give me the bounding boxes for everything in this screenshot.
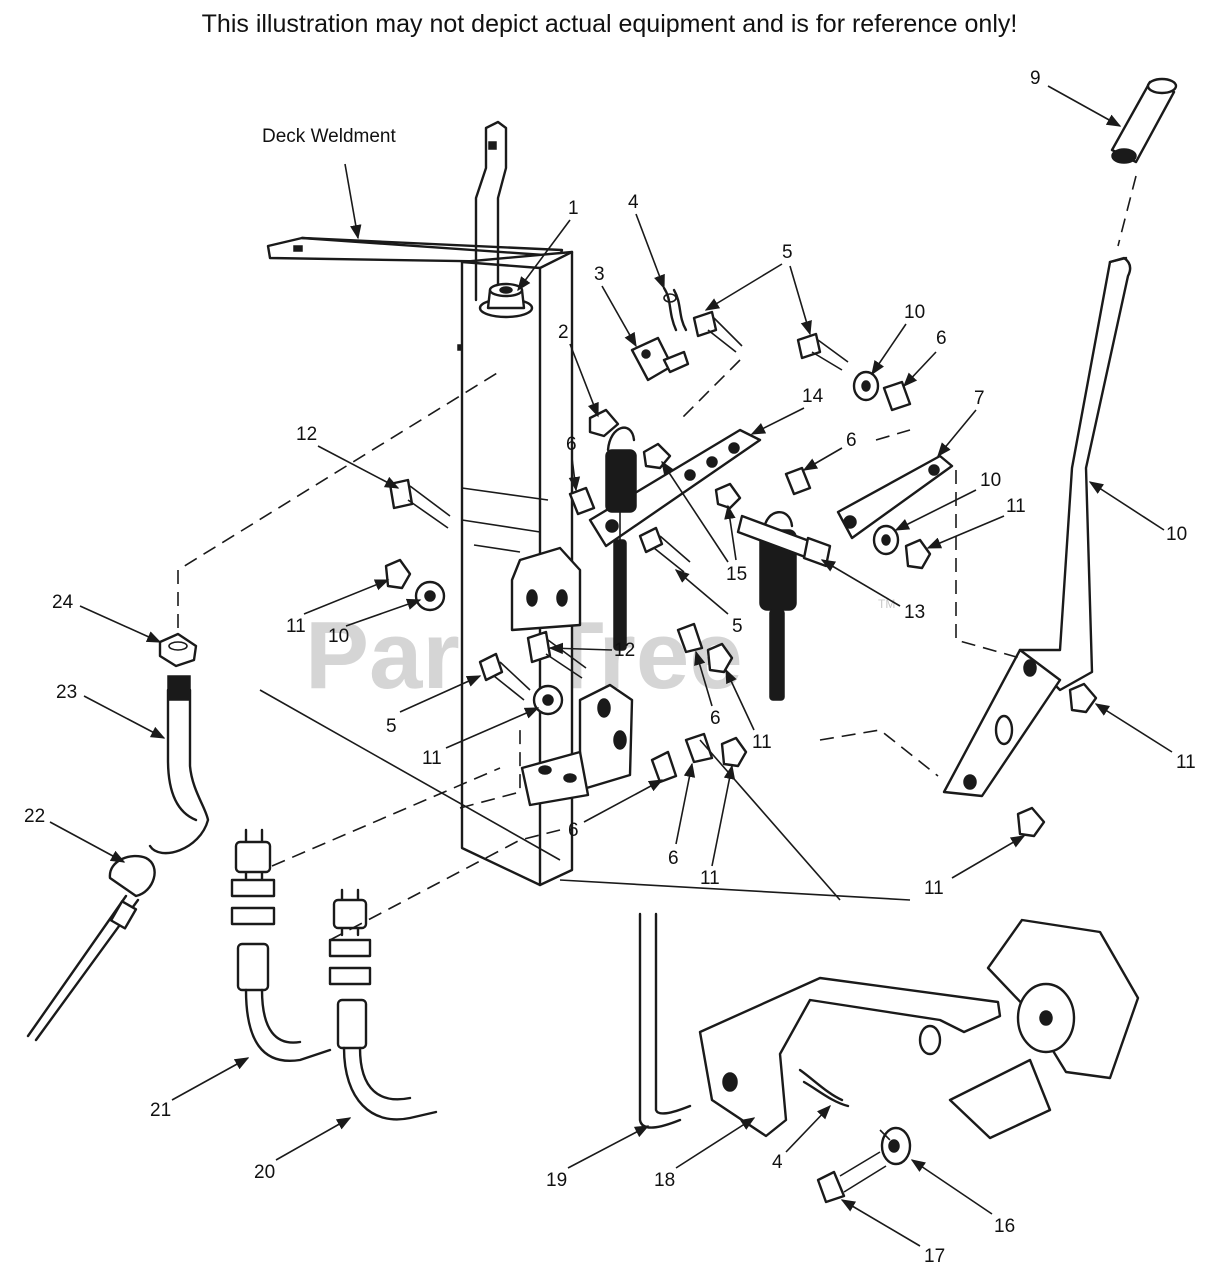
nut-part-11-c xyxy=(706,642,734,674)
callout-13: 13 xyxy=(904,602,925,623)
hair-pin-part-4-top xyxy=(662,286,688,332)
callout-6-c: 6 xyxy=(936,328,947,349)
handle-grip-part-8 xyxy=(1110,77,1178,164)
cable-eye-part-22 xyxy=(26,854,156,1042)
callout-12-a: 12 xyxy=(296,424,317,445)
bolt-part-5-top-right xyxy=(796,332,849,371)
nut-part-11-b xyxy=(904,538,932,570)
cable-part-21 xyxy=(230,828,332,1063)
callout-6-e: 6 xyxy=(568,820,579,841)
callout-4-top: 4 xyxy=(628,192,639,213)
callout-10-a: 10 xyxy=(904,302,925,323)
assembly-guide-lines xyxy=(177,175,1137,1147)
callout-6-a: 6 xyxy=(566,434,577,455)
pivot-pin-part-3 xyxy=(630,336,690,382)
nut-part-11-a xyxy=(384,558,412,590)
control-rod-part-19 xyxy=(638,912,692,1129)
callout-11-a: 11 xyxy=(1006,496,1026,517)
washer-part-10-d xyxy=(532,684,564,716)
spacer-part-6-b xyxy=(784,466,812,496)
callout-9: 10 xyxy=(1166,524,1187,545)
callout-6-f: 6 xyxy=(668,848,679,869)
washer-part-10-b xyxy=(872,524,900,556)
callout-11-f: 11 xyxy=(924,878,944,899)
bolt-part-17 xyxy=(816,1151,887,1204)
callout-11-d: 11 xyxy=(700,868,720,889)
callout-15: 15 xyxy=(726,564,747,585)
spacer-part-6-c xyxy=(882,380,912,412)
callout-11-b: 11 xyxy=(286,616,306,637)
washer-part-10-a xyxy=(852,370,880,402)
callout-10-d: 11 xyxy=(422,748,442,769)
bolt-part-5-low xyxy=(478,652,531,701)
nut-part-11-d xyxy=(720,736,748,768)
left-mount-bracket xyxy=(510,546,582,632)
callout-21: 21 xyxy=(150,1100,171,1121)
callout-17: 17 xyxy=(924,1246,945,1267)
nut-part-11-e xyxy=(1068,682,1098,714)
callout-5-top: 5 xyxy=(782,242,793,263)
hair-pin-part-4-bottom xyxy=(798,1068,850,1108)
callout-6-b: 6 xyxy=(846,430,857,451)
callout-11-e: 11 xyxy=(1176,752,1196,773)
callout-16: 16 xyxy=(994,1216,1015,1237)
spacer-part-6-e xyxy=(684,732,714,764)
callout-12-b: 12 xyxy=(614,640,635,661)
cable-part-20 xyxy=(328,888,438,1121)
nut-part-11-f xyxy=(1016,806,1046,838)
label-deck-weldment: Deck Weldment xyxy=(262,126,396,147)
callout-22: 22 xyxy=(24,806,45,827)
callout-3: 3 xyxy=(594,264,605,285)
nut-part-15-b xyxy=(714,482,742,510)
watermark-tm: TM xyxy=(878,597,895,611)
callout-19: 19 xyxy=(546,1170,567,1191)
callout-4-bottom: 4 xyxy=(772,1152,783,1173)
link-bar-part-14 xyxy=(588,428,762,548)
lower-mount-bracket xyxy=(520,683,634,807)
spacer-part-6-f xyxy=(650,750,678,784)
callout-1: 1 xyxy=(568,198,579,219)
link-bar-part-7 xyxy=(836,454,954,540)
callout-8: 9 xyxy=(1030,68,1041,89)
callout-23: 23 xyxy=(56,682,77,703)
washer-part-10-c xyxy=(414,580,446,612)
callout-20: 20 xyxy=(254,1162,275,1183)
eyebolt-part-23 xyxy=(148,675,210,855)
lift-lever-part-9 xyxy=(942,256,1132,798)
callout-6-d: 6 xyxy=(710,708,721,729)
disclaimer-notice: This illustration may not depict actual … xyxy=(201,10,1018,38)
lift-bracket-part-18 xyxy=(698,976,1002,1138)
spacer-part-6-d xyxy=(676,622,704,654)
bolt-part-12-upper xyxy=(388,478,451,529)
callout-24: 24 xyxy=(52,592,74,613)
callout-10-b: 10 xyxy=(980,470,1001,491)
callout-2: 2 xyxy=(558,322,569,343)
lock-nut-part-24 xyxy=(158,632,198,668)
spacer-part-6-a xyxy=(568,486,596,516)
callout-5-low: 5 xyxy=(386,716,397,737)
callout-7: 7 xyxy=(974,388,985,409)
bolt-part-5-mid xyxy=(638,526,691,573)
nut-part-15-a xyxy=(642,442,672,470)
upper-rod xyxy=(474,120,508,302)
callout-11-c: 11 xyxy=(752,732,772,753)
bolt-part-5-top-left xyxy=(692,310,743,353)
flange-nut-part-1 xyxy=(478,282,534,319)
tension-spring-left xyxy=(605,426,637,651)
callout-5-mid: 5 xyxy=(732,616,743,637)
plate-part-18-right xyxy=(948,918,1140,1140)
callout-18: 18 xyxy=(654,1170,675,1191)
callout-14: 14 xyxy=(802,386,824,407)
callout-10-c: 10 xyxy=(328,626,349,647)
